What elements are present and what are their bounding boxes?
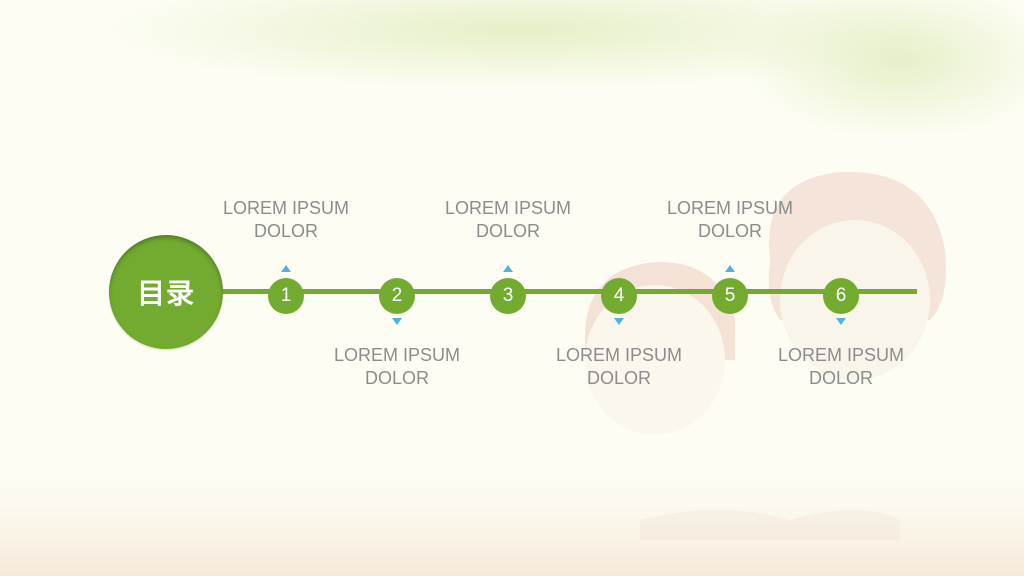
step-node-1: 1 — [268, 278, 304, 314]
down-arrow-icon — [836, 318, 846, 325]
step-label-5: LOREM IPSUM DOLOR — [666, 198, 794, 241]
timeline-line — [200, 289, 917, 294]
down-arrow-icon — [614, 318, 624, 325]
down-arrow-icon — [392, 318, 402, 325]
step-node-4: 4 — [601, 278, 637, 314]
step-label-1: LOREM IPSUM DOLOR — [222, 198, 350, 241]
up-arrow-icon — [503, 265, 513, 272]
step-node-5: 5 — [712, 278, 748, 314]
up-arrow-icon — [725, 265, 735, 272]
up-arrow-icon — [281, 265, 291, 272]
step-node-3: 3 — [490, 278, 526, 314]
agenda-title-circle: 目录 — [109, 235, 223, 349]
step-label-6: LOREM IPSUM DOLOR — [777, 345, 905, 388]
step-label-3: LOREM IPSUM DOLOR — [444, 198, 572, 241]
agenda-title: 目录 — [136, 277, 195, 310]
step-node-2: 2 — [379, 278, 415, 314]
step-node-6: 6 — [823, 278, 859, 314]
step-label-4: LOREM IPSUM DOLOR — [555, 345, 683, 388]
step-label-2: LOREM IPSUM DOLOR — [333, 345, 461, 388]
